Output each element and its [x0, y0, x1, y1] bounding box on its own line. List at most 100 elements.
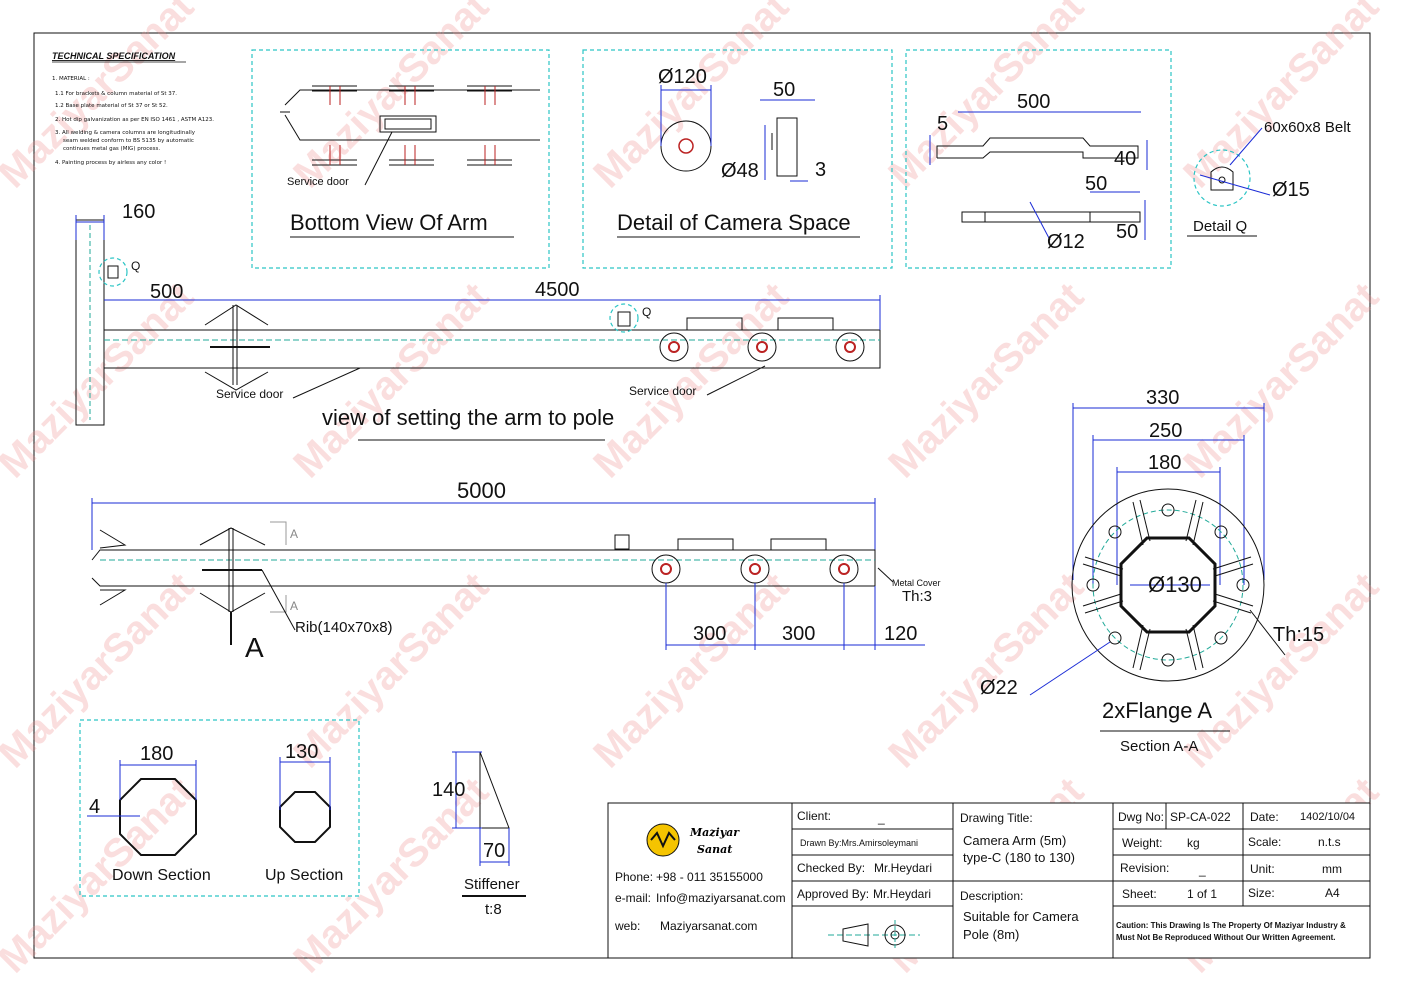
revision-value: _ — [1198, 863, 1206, 877]
dim-arm-4500: 4500 — [535, 279, 580, 301]
q-label-1: Q — [131, 259, 140, 273]
unit-label: Unit: — [1250, 862, 1275, 876]
watermark-text: MaziyarSanat — [285, 0, 497, 196]
dim-camera-3: 3 — [815, 159, 826, 181]
camera-space-title: Detail of Camera Space — [617, 210, 851, 235]
watermark-text: MaziyarSanat — [1175, 274, 1387, 486]
company-name-2: Sanat — [697, 843, 732, 856]
flange-thickness: Th:15 — [1273, 624, 1324, 646]
dim-pole-160: 160 — [122, 201, 155, 223]
watermark-text: MaziyarSanat — [0, 0, 202, 196]
spec-title: TECHNICAL SPECIFICATION — [52, 51, 176, 61]
detail-q-belt: 60x60x8 Belt — [1264, 119, 1352, 136]
client-value: _ — [877, 811, 885, 825]
panel-frame — [251, 49, 550, 269]
web-value: Maziyarsanat.com — [660, 919, 757, 933]
metal-cover-label: Metal Cover — [892, 578, 941, 588]
dim-camera-48: Ø48 — [721, 160, 759, 182]
spec-line: 2. Hot dip galvanization as per EN ISO 1… — [55, 117, 214, 123]
arm-view-title: view of setting the arm to pole — [322, 405, 614, 430]
dim-camera-dia: Ø120 — [658, 66, 707, 88]
panel-frame — [79, 719, 360, 897]
detail-q-dia: Ø15 — [1272, 179, 1310, 201]
dim-up-130: 130 — [285, 741, 318, 763]
stiffener-title: Stiffener — [464, 876, 520, 893]
sheet-value: 1 of 1 — [1187, 887, 1217, 901]
date-label: Date: — [1250, 810, 1279, 824]
dim-belt-50a: 50 — [1085, 173, 1107, 195]
dim-flange-130: Ø130 — [1148, 572, 1202, 597]
dim-down-180: 180 — [140, 743, 173, 765]
dim-flange-180: 180 — [1148, 452, 1181, 474]
revision-label: Revision: — [1120, 861, 1169, 875]
projection-symbol — [828, 920, 920, 950]
description-1: Suitable for Camera — [963, 909, 1079, 924]
web-label: web: — [614, 919, 640, 933]
weight-label: Weight: — [1122, 836, 1162, 850]
spec-line: 3. All welding & camera columns are long… — [55, 130, 196, 136]
flange-title: 2xFlange A — [1102, 698, 1212, 723]
phone-label: Phone: — [615, 870, 653, 884]
up-section-label: Up Section — [265, 867, 343, 884]
checked-value: Mr.Heydari — [874, 861, 932, 875]
spec-heading: 1. MATERIAL : — [52, 76, 90, 82]
phone-value: +98 - 011 35155000 — [656, 870, 763, 884]
service-door-1: Service door — [216, 387, 283, 401]
company-logo: Maziyar Sanat — [646, 823, 740, 857]
approved-label: Approved By: — [797, 887, 869, 901]
watermark-text: MaziyarSanat — [585, 564, 797, 776]
drawing-title-1: Camera Arm (5m) — [963, 833, 1066, 848]
client-label: Client: — [797, 809, 831, 823]
title-block: Maziyar Sanat Phone: +98 - 011 35155000 … — [607, 802, 1371, 959]
dwg-label: Dwg No: — [1118, 810, 1164, 824]
belt-panel: 500 5 40 50 Ø12 50 — [905, 49, 1172, 269]
watermark-text: MaziyarSanat — [1175, 564, 1387, 776]
unit-value: mm — [1322, 862, 1342, 876]
size-label: Size: — [1248, 886, 1275, 900]
dim-belt-5: 5 — [937, 113, 948, 135]
flange-section: Section A-A — [1120, 738, 1198, 755]
spec-line: 1.2 Base plate material of St 37 or St 5… — [55, 103, 168, 109]
caution-line-1: Caution: This Drawing Is The Property Of… — [1116, 921, 1346, 930]
panel-frame — [582, 49, 893, 269]
dim-camera-50: 50 — [773, 79, 795, 101]
service-door-2: Service door — [629, 384, 696, 398]
weight-value: kg — [1187, 836, 1200, 850]
section-mark-a: A — [245, 632, 264, 663]
dwg-value: SP-CA-022 — [1170, 810, 1231, 824]
flange-a: 330 250 180 Ø130 Th:15 Ø22 2xFla — [980, 387, 1324, 755]
bottom-view-panel: Service door Bottom View Of Arm — [251, 49, 550, 269]
down-section-label: Down Section — [112, 867, 211, 884]
dim-flange-250: 250 — [1149, 420, 1182, 442]
spec-line: 1.1 For brackets & column material of St… — [55, 91, 177, 97]
dim-stiffener-140: 140 — [432, 779, 465, 801]
sections-panel: 180 4 Down Section 130 Up Section — [79, 719, 360, 897]
sheet-label: Sheet: — [1122, 887, 1157, 901]
size-value: A4 — [1325, 886, 1340, 900]
rib-label: Rib(140x70x8) — [295, 619, 393, 636]
dim-flange-22: Ø22 — [980, 677, 1018, 699]
section-arrow-a-top: A — [290, 527, 298, 541]
drawing-title-2: type-C (180 to 130) — [963, 850, 1075, 865]
watermark-text: MaziyarSanat — [880, 274, 1092, 486]
description-2: Pole (8m) — [963, 927, 1019, 942]
email-value: Info@maziyarsanat.com — [656, 891, 786, 905]
stiffener: 140 70 Stiffener t:8 — [432, 751, 526, 918]
approved-value: Mr.Heydari — [873, 887, 931, 901]
service-door-label: Service door — [287, 176, 349, 188]
spec-line: seam welded conform to BS 5135 by automa… — [63, 138, 194, 144]
dim-arm-500: 500 — [150, 281, 183, 303]
dim-belt-12: Ø12 — [1047, 231, 1085, 253]
watermark-text: MaziyarSanat — [1175, 0, 1387, 196]
arm-side-view: 5000 A A A Rib(140x70x8) Metal Cover Th:… — [91, 478, 941, 663]
watermark-text: MaziyarSanat — [285, 274, 497, 486]
caution-line-2: Must Not Be Reproduced Without Our Writt… — [1116, 933, 1335, 942]
dim-spacing-300b: 300 — [782, 623, 815, 645]
dim-belt-500: 500 — [1017, 91, 1050, 113]
email-label: e-mail: — [615, 891, 651, 905]
spec-line: 4. Painting process by airless any color… — [55, 160, 166, 166]
detail-q-title: Detail Q — [1193, 218, 1247, 235]
bottom-view-title: Bottom View Of Arm — [290, 210, 488, 235]
date-value: 1402/10/04 — [1300, 811, 1355, 823]
drawing-title-label: Drawing Title: — [960, 811, 1033, 825]
